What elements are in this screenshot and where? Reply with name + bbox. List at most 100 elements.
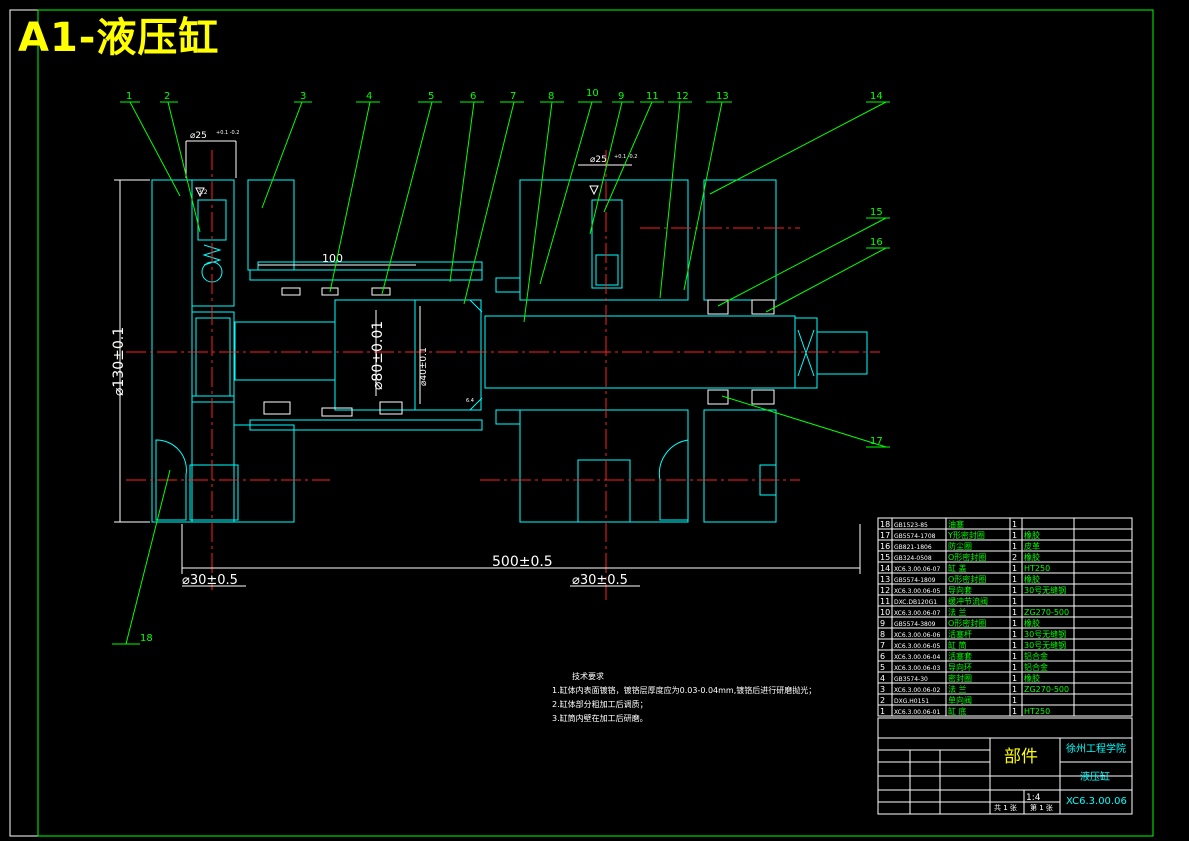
bom-code-12: XC6.3.00.06-05 [894, 588, 940, 595]
rod-dim: ⌀40±0.1 [419, 347, 429, 386]
balloon-labels: 1 2 3 4 5 6 7 8 10 9 11 12 13 14 15 16 1… [126, 88, 883, 644]
bom-material-10: ZG270-500 [1024, 608, 1069, 617]
bom-qty-9: 1 [1012, 619, 1017, 628]
bom-qty-6: 1 [1012, 652, 1017, 661]
bom-material-15: 橡胶 [1024, 552, 1040, 562]
balloon-6: 6 [470, 91, 476, 102]
bom-qty-13: 1 [1012, 575, 1017, 584]
bom-code-13: GB5574-1809 [894, 577, 936, 584]
balloon-17: 17 [870, 436, 883, 447]
balloon-1: 1 [126, 91, 132, 102]
bom-qty-15: 2 [1012, 553, 1017, 562]
bom-code-1: XC6.3.00.06-01 [894, 709, 940, 716]
bom-code-15: GB324-0508 [894, 555, 932, 562]
bom-name-6: 活塞套 [948, 651, 972, 661]
bom-material-4: 橡胶 [1024, 673, 1040, 683]
bom-qty-7: 1 [1012, 641, 1017, 650]
tb-part-label: 部件 [1004, 747, 1038, 767]
bom-name-13: O形密封圈 [948, 574, 986, 584]
bom-name-2: 单向阀 [948, 695, 972, 705]
bom-material-8: 30号无缝钢 [1024, 629, 1066, 639]
bom-qty-5: 1 [1012, 663, 1017, 672]
bom-no-15: 15 [880, 553, 890, 562]
bom-code-10: XC6.3.00.06-07 [894, 610, 940, 617]
bom-qty-18: 1 [1012, 520, 1017, 529]
bom-no-13: 13 [880, 575, 890, 584]
bom-material-9: 橡胶 [1024, 618, 1040, 628]
balloon-2: 2 [164, 91, 170, 102]
tb-scale: 1:4 [1026, 793, 1041, 803]
bom-code-16: GB821-1806 [894, 544, 932, 551]
bom-name-18: 油塞 [948, 519, 964, 529]
bom-material-12: 30号无缝钢 [1024, 585, 1066, 595]
balloon-14: 14 [870, 91, 883, 102]
foot-right-dim: ⌀30±0.5 [572, 573, 628, 588]
left-cylinder-barrel [234, 261, 483, 431]
bom-no-9: 9 [880, 619, 885, 628]
bore-dim: ⌀80±0.01 [370, 321, 386, 390]
balloon-13: 13 [716, 91, 729, 102]
tb-drawing-no: XC6.3.00.06 [1066, 796, 1127, 807]
bom-material-6: 铝合金 [1024, 651, 1048, 661]
balloon-4: 4 [366, 91, 372, 102]
bom-qty-16: 1 [1012, 542, 1017, 551]
balloon-3: 3 [300, 91, 306, 102]
bom-no-2: 2 [880, 696, 885, 705]
bom-name-15: O形密封圈 [948, 552, 986, 562]
bom-code-17: GB5574-1708 [894, 533, 936, 540]
bom-qty-1: 1 [1012, 707, 1017, 716]
balloon-5: 5 [428, 91, 434, 102]
bom-name-1: 缸 底 [948, 706, 967, 716]
bom-code-18: GB1523-85 [894, 522, 928, 529]
bom-code-4: GB3574-30 [894, 676, 928, 683]
bom-code-5: XC6.3.00.06-03 [894, 665, 940, 672]
port-right-dim: ⌀25 [590, 155, 607, 165]
port-right-tol: +0.1 -0.2 [614, 154, 638, 160]
bom-material-14: HT250 [1024, 564, 1050, 573]
balloon-7: 7 [510, 91, 516, 102]
bom-qty-4: 1 [1012, 674, 1017, 683]
roughness-mark-2: 6.4 [466, 398, 474, 404]
bom-code-9: GB5574-3809 [894, 621, 936, 628]
bom-material-5: 铝合金 [1024, 662, 1048, 672]
balloon-12: 12 [676, 91, 689, 102]
balloon-9: 9 [618, 91, 624, 102]
bom-name-8: 活塞杆 [948, 629, 972, 639]
bom-qty-14: 1 [1012, 564, 1017, 573]
foot-left-dim: ⌀30±0.5 [182, 573, 238, 588]
bom-name-17: Y形密封圈 [947, 530, 985, 540]
bom-material-17: 橡胶 [1024, 530, 1040, 540]
bom-no-5: 5 [880, 663, 885, 672]
bom-qty-12: 1 [1012, 586, 1017, 595]
bom-qty-17: 1 [1012, 531, 1017, 540]
balloon-8: 8 [548, 91, 554, 102]
inner-frame [37, 9, 1154, 837]
bom-code-14: XC6.3.00.06-07 [894, 566, 940, 573]
bom-qty-2: 1 [1012, 696, 1017, 705]
bom-material-3: ZG270-500 [1024, 685, 1069, 694]
bom-code-8: XC6.3.00.06-06 [894, 632, 940, 639]
tb-sheet-no: 第 1 张 [1030, 803, 1053, 812]
balloon-10: 10 [586, 88, 599, 99]
sheet-title: A1-液压缸 [18, 15, 220, 61]
bom-qty-8: 1 [1012, 630, 1017, 639]
balloon-16: 16 [870, 237, 883, 248]
bom-no-10: 10 [880, 608, 890, 617]
overall-height-dim: ⌀130±0.1 [111, 327, 127, 396]
bom-no-14: 14 [880, 564, 890, 573]
bom-no-3: 3 [880, 685, 885, 694]
tb-drawing-name: 液压缸 [1080, 770, 1110, 783]
bom-name-10: 法 兰 [948, 607, 967, 617]
bom-no-1: 1 [880, 707, 885, 716]
bom-code-6: XC6.3.00.06-04 [894, 654, 940, 661]
notes-heading: 技术要求 [572, 672, 604, 681]
bom-name-7: 缸 筒 [948, 640, 967, 650]
bom-material-1: HT250 [1024, 707, 1050, 716]
port-left-tol: +0.1 -0.2 [216, 130, 240, 136]
bom-material-13: 橡胶 [1024, 574, 1040, 584]
title-block: 部件 徐州工程学院 液压缸 1:4 共 1 张 第 1 张 XC6.3.00.0… [877, 717, 1133, 815]
bom-name-5: 导向环 [948, 662, 972, 672]
balloon-11: 11 [646, 91, 659, 102]
bom-name-3: 法 兰 [948, 684, 967, 694]
bom-name-4: 密封圈 [948, 673, 972, 683]
